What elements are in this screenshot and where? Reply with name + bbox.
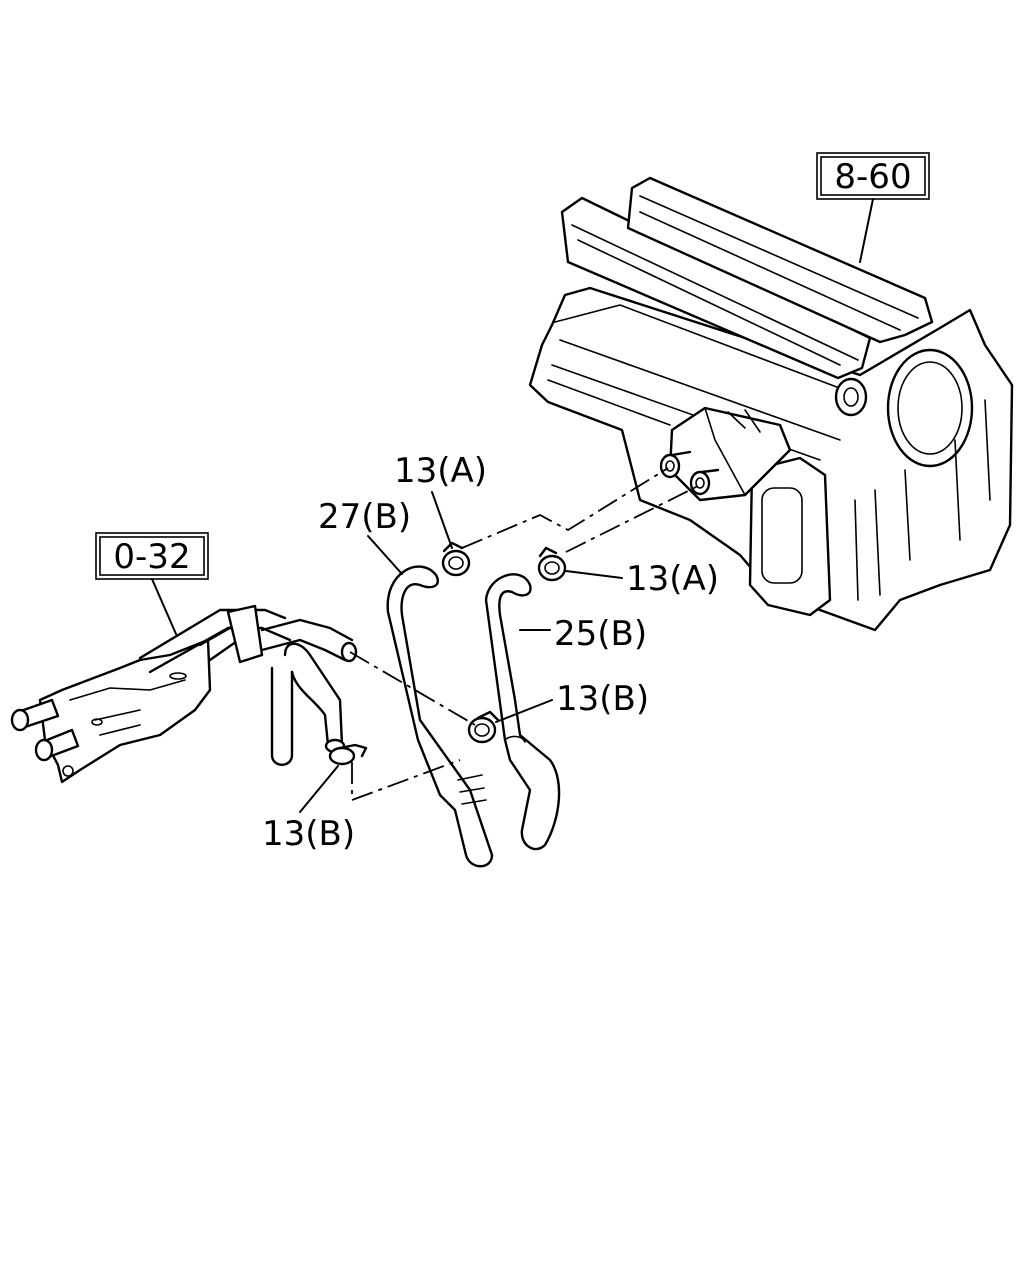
assembly-lines (349, 467, 701, 802)
hose-27b (386, 565, 494, 868)
ref-label-0-32: 0-32 (113, 537, 190, 577)
callout-label-13b-right: 13(B) (556, 679, 649, 719)
callout-13b-lower: 13(B) (262, 765, 355, 854)
hose-25b (484, 573, 561, 851)
clamp-13a-right (537, 546, 567, 582)
clamp-13a-upper (441, 541, 471, 577)
callout-25b: 25(B) (519, 614, 647, 654)
ref-box-0-32: 0-32 (95, 532, 209, 635)
callout-label-25b: 25(B) (554, 614, 647, 654)
callout-13a-right: 13(A) (565, 559, 719, 599)
water-pipe-assembly (10, 604, 358, 784)
clamp-13b-lower (328, 743, 368, 766)
ref-box-8-60: 8-60 (816, 152, 930, 263)
heater-unit (528, 176, 1014, 632)
callout-label-13b-lower: 13(B) (262, 814, 355, 854)
callout-13a-upper: 13(A) (394, 451, 487, 549)
callout-label-13a-right: 13(A) (626, 559, 719, 599)
callout-label-27b: 27(B) (318, 497, 411, 537)
callout-27b: 27(B) (318, 497, 411, 575)
ref-label-8-60: 8-60 (834, 157, 911, 197)
callout-13b-right: 13(B) (495, 679, 649, 723)
clamp-13b-right (467, 710, 500, 744)
callout-label-13a-upper: 13(A) (394, 451, 487, 491)
